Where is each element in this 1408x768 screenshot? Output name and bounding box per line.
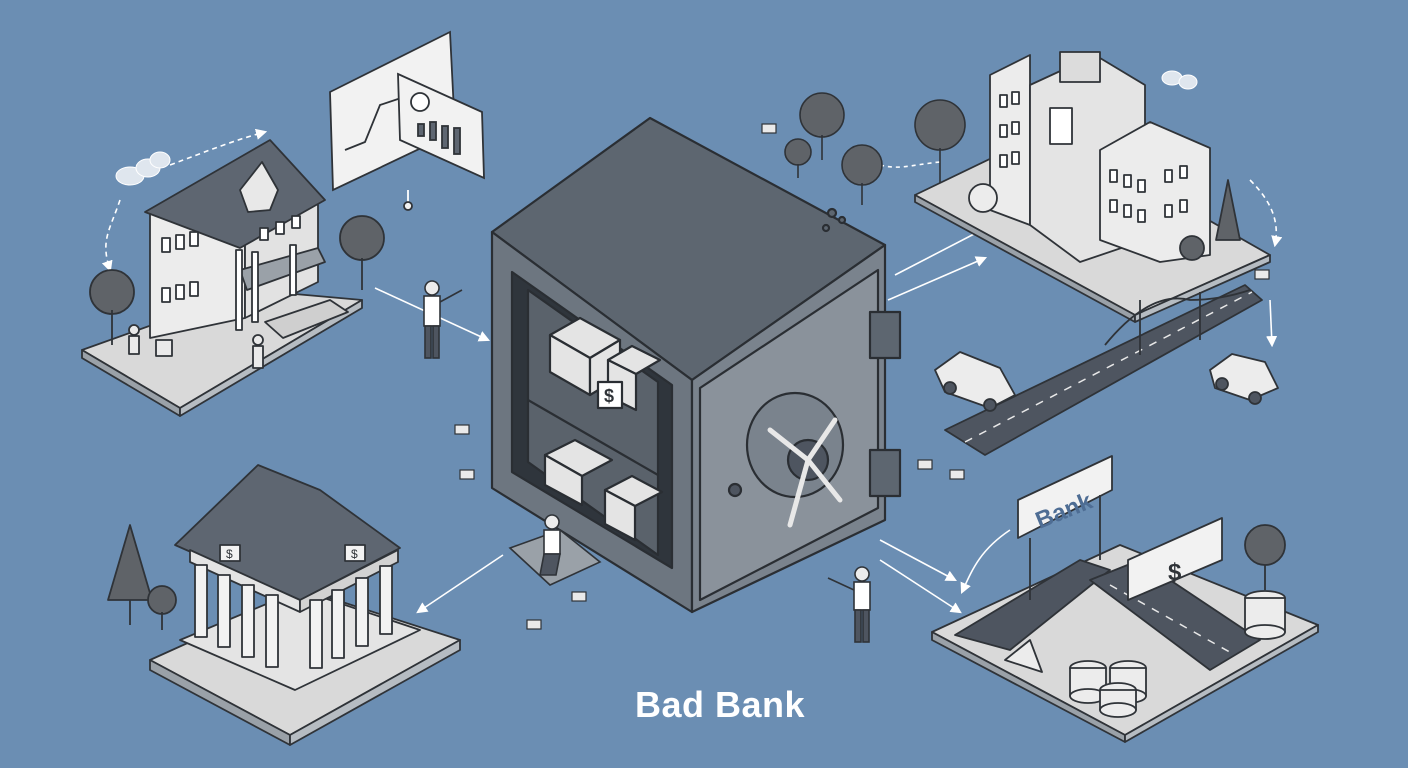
house-steps — [264, 299, 349, 339]
caption-title: Bad Bank — [634, 684, 806, 725]
park-trees — [784, 92, 966, 205]
svg-text:$: $ — [1168, 559, 1182, 586]
house-roof — [144, 139, 326, 249]
cars — [934, 351, 1279, 412]
coin-icon — [410, 92, 430, 112]
dashed-arrow-top-left — [169, 128, 268, 166]
dashed-arrow-left — [101, 199, 121, 273]
city-building-right — [1099, 121, 1211, 263]
arrow-safe-to-road — [879, 539, 957, 582]
house-roof-emblem — [239, 161, 279, 213]
businessman-standing — [827, 566, 871, 643]
connector-arrows — [101, 128, 1283, 614]
dashed-line-trees — [879, 161, 941, 168]
svg-text:$: $ — [351, 547, 358, 561]
roadside-district: $ — [931, 455, 1319, 743]
safe-hinge-bottom — [868, 448, 902, 498]
warning-sign — [1004, 639, 1043, 673]
chart-panels — [329, 30, 485, 211]
businessman-pointing — [423, 280, 463, 359]
temple-bank: $ $ — [107, 464, 461, 746]
bridge-road — [934, 284, 1279, 456]
svg-text:$: $ — [604, 386, 614, 406]
arrow-safe-to-temple — [416, 554, 504, 614]
house-trees — [89, 215, 385, 345]
dollar-sign-board — [1127, 517, 1223, 601]
bank-sign — [1017, 455, 1113, 539]
city-district — [914, 51, 1271, 323]
svg-text:$: $ — [226, 547, 233, 561]
dashed-arrow-right — [1249, 179, 1283, 248]
house-district — [81, 139, 385, 417]
coin-stacks — [1069, 590, 1286, 718]
broken-road — [954, 559, 1111, 651]
safe-hinge-top — [868, 310, 902, 360]
temple-columns — [194, 564, 393, 669]
cloud-puffs — [115, 70, 1198, 186]
arrow-down-right — [1266, 299, 1278, 348]
arrow-safe-to-city-2 — [887, 256, 988, 301]
safe-keyhole — [727, 482, 743, 498]
temple-trees — [107, 524, 177, 630]
arrow-safe-to-road-2 — [879, 559, 962, 614]
vault-safe: $ — [490, 116, 902, 614]
house-people — [128, 324, 264, 369]
bridge-cable — [1104, 289, 1251, 346]
safe-wheel-spokes — [767, 417, 843, 528]
person-sitting — [508, 514, 602, 586]
cash-stacks — [543, 316, 664, 542]
